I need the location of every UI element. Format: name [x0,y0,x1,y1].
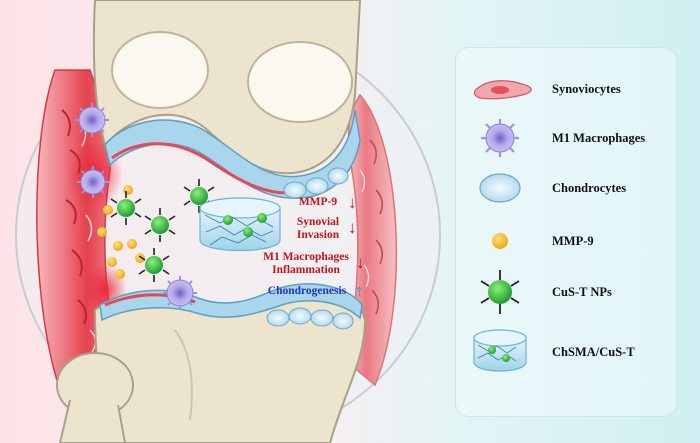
femoral-inflamed-edge [111,142,301,195]
m1-inflammation-label-line2: Inflammation [272,264,340,276]
m1-inflammation-down-arrow: ↓ [356,253,365,272]
legend-label-chsma-cus-t: ChSMA/CuS-T [552,345,635,359]
legend-label-chondrocytes: Chondrocytes [552,181,627,195]
legend-label-cus-t-nps: CuS-T NPs [552,285,612,299]
femoral-cartilage [104,109,361,199]
legend-label-m1-macrophages: M1 Macrophages [552,131,646,145]
joint-cus-t-nanoparticles [110,179,215,282]
femur [92,0,362,175]
joint-hydrogel [199,197,281,252]
m1-inflammation-label-line1: M1 Macrophages [263,251,349,263]
chondrogenesis-label: Chondrogenesis [267,285,347,297]
chondrogenesis-up-arrow: ↑ [355,281,364,300]
synovial-invasion-label-line1: Synovial [296,216,340,228]
synovial-invasion-down-arrow: ↓ [348,218,357,237]
mmp9-annotation: MMP-9 [298,196,338,208]
legend-label-mmp9: MMP-9 [552,234,594,248]
legend-panel [455,47,677,417]
femoral-chondrocytes [283,167,349,199]
synovial-invasion-label-line2: Invasion [296,229,340,241]
mmp9-down-arrow: ↓ [348,193,357,212]
fibula [56,352,134,443]
joint-macrophages [75,103,197,310]
joint-mmp9-particles [97,185,145,279]
tibial-chondrocytes [266,307,354,330]
legend-label-synoviocytes: Synoviocytes [552,82,621,96]
